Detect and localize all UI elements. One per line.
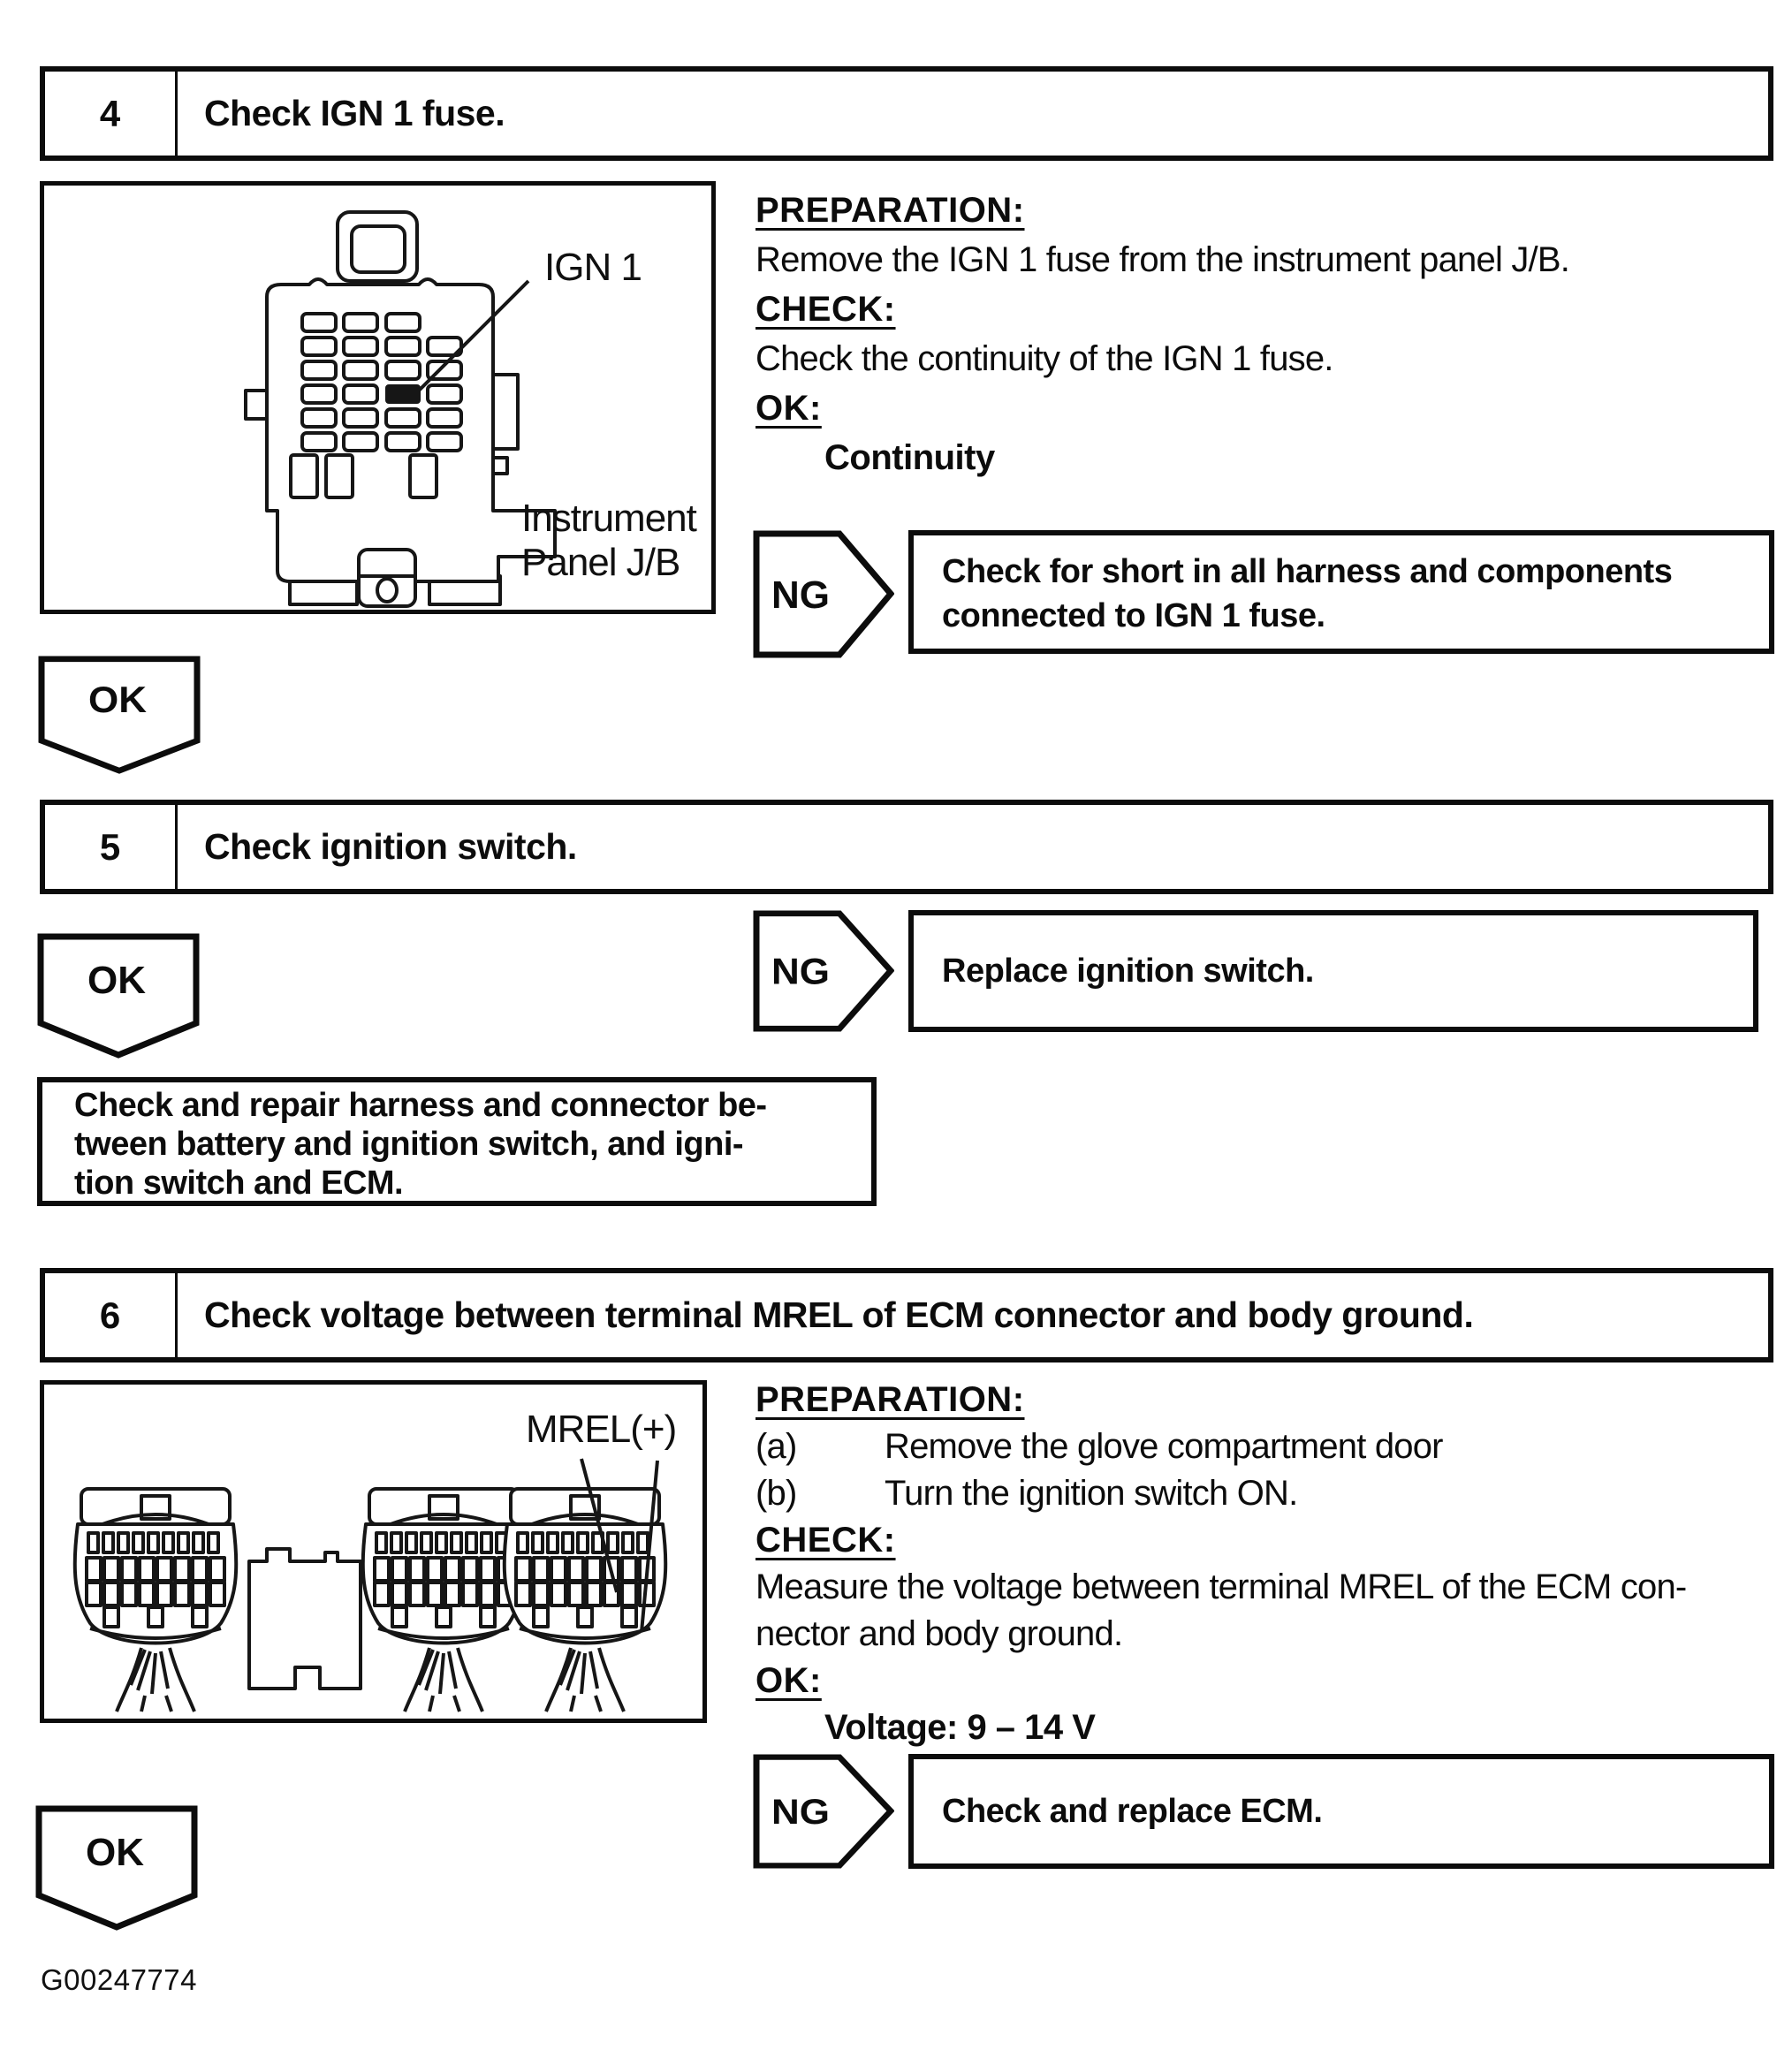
ng-action-line: connected to IGN 1 fuse. bbox=[942, 597, 1325, 634]
preparation-item-a: (a) Remove the glove compartment door bbox=[756, 1423, 1789, 1470]
top-tab bbox=[336, 210, 419, 283]
ng-label: NG bbox=[771, 1792, 830, 1831]
top-tab-inner bbox=[350, 224, 406, 274]
ng-label: NG bbox=[771, 573, 830, 617]
ok-label: OK bbox=[86, 1831, 144, 1874]
step6-instructions: PREPARATION: (a) Remove the glove compar… bbox=[756, 1377, 1789, 1751]
result-line: tion switch and ECM. bbox=[74, 1165, 404, 1202]
ng-label: NG bbox=[771, 952, 830, 993]
check-heading: CHECK: bbox=[756, 290, 896, 329]
ng-action-text: Check and replace ECM. bbox=[942, 1792, 1323, 1830]
mrel-pointer-line bbox=[640, 1460, 659, 1633]
instrument-panel-caption: Instrument Panel J/B bbox=[521, 497, 697, 584]
step5-ng-action-box: Replace ignition switch. bbox=[908, 910, 1758, 1032]
fuse-box-figure: IGN 1 Instrument Panel J/B bbox=[40, 181, 716, 614]
ok-value: Continuity bbox=[824, 438, 995, 477]
ok-value: Voltage: 9 – 14 V bbox=[824, 1708, 1096, 1747]
item-text: Turn the ignition switch ON. bbox=[885, 1474, 1298, 1513]
step5-ng-pentagon-icon: NG bbox=[753, 910, 894, 1032]
item-text: Remove the glove compartment door bbox=[885, 1427, 1444, 1466]
ecm-connector-left bbox=[72, 1487, 239, 1713]
junction-block-outline bbox=[265, 277, 557, 583]
ign1-callout-label: IGN 1 bbox=[544, 246, 642, 289]
step4-title: Check IGN 1 fuse. bbox=[204, 93, 505, 133]
ng-action-text: Replace ignition switch. bbox=[942, 952, 1314, 990]
relay-slot bbox=[289, 453, 319, 499]
ng-action-line: Check for short in all harness and compo… bbox=[942, 553, 1673, 590]
fuse-grid bbox=[300, 312, 463, 452]
ecm-connector-middle bbox=[361, 1487, 527, 1713]
item-marker: (b) bbox=[756, 1474, 797, 1513]
step4-ok-pentagon-icon: OK bbox=[38, 656, 201, 774]
ecm-connector-figure: MREL(+) bbox=[40, 1380, 707, 1723]
mrel-pointer-line bbox=[580, 1458, 619, 1593]
step6-title: Check voltage between terminal MREL of E… bbox=[204, 1294, 1474, 1335]
step5-title: Check ignition switch. bbox=[204, 826, 577, 867]
step4-instructions: PREPARATION: Remove the IGN 1 fuse from … bbox=[756, 186, 1785, 482]
preparation-heading: PREPARATION: bbox=[756, 1380, 1025, 1419]
relay-slot bbox=[324, 453, 354, 499]
result-line: Check and repair harness and connector b… bbox=[74, 1087, 767, 1124]
step6-ok-pentagon-icon: OK bbox=[35, 1805, 198, 1931]
ign1-fuse-highlight bbox=[385, 384, 421, 404]
check-line: nector and body ground. bbox=[756, 1614, 1123, 1653]
step4-ng-action-box: Check for short in all harness and compo… bbox=[908, 530, 1774, 654]
step6-ng-action-box: Check and replace ECM. bbox=[908, 1754, 1774, 1869]
latch-hole bbox=[376, 577, 399, 603]
right-connector-tab bbox=[490, 373, 520, 451]
step4-header-row: 4 Check IGN 1 fuse. bbox=[40, 66, 1773, 161]
step4-number: 4 bbox=[45, 72, 178, 156]
ok-label: OK bbox=[87, 959, 146, 1002]
step6-header-row: 6 Check voltage between terminal MREL of… bbox=[40, 1268, 1773, 1362]
step4-ng-pentagon-icon: NG bbox=[753, 530, 894, 658]
ecm-connectors-diagram bbox=[72, 1458, 668, 1713]
ign1-pointer-line bbox=[417, 279, 530, 392]
preparation-item-b: (b) Turn the ignition switch ON. bbox=[756, 1470, 1789, 1517]
preparation-text: Remove the IGN 1 fuse from the instrumen… bbox=[756, 240, 1570, 279]
figure-code: G00247774 bbox=[41, 1963, 197, 1996]
step5-header-row: 5 Check ignition switch. bbox=[40, 800, 1773, 894]
harness-repair-result-box: Check and repair harness and connector b… bbox=[37, 1077, 877, 1206]
ok-label: OK bbox=[88, 679, 147, 721]
mrel-callout-label: MREL(+) bbox=[526, 1408, 677, 1451]
ecm-center-bracket bbox=[247, 1547, 362, 1690]
step5-number: 5 bbox=[45, 805, 178, 889]
ok-heading: OK: bbox=[756, 1661, 822, 1700]
preparation-heading: PREPARATION: bbox=[756, 191, 1025, 230]
relay-slot bbox=[408, 453, 438, 499]
left-tab bbox=[244, 389, 270, 421]
check-heading: CHECK: bbox=[756, 1521, 896, 1560]
ecm-connector-right bbox=[502, 1487, 668, 1713]
step6-number: 6 bbox=[45, 1273, 178, 1357]
ok-heading: OK: bbox=[756, 389, 822, 428]
step5-ok-pentagon-icon: OK bbox=[37, 933, 200, 1059]
check-text: Check the continuity of the IGN 1 fuse. bbox=[756, 339, 1333, 378]
result-line: tween battery and ignition switch, and i… bbox=[74, 1126, 744, 1163]
check-line: Measure the voltage between terminal MRE… bbox=[756, 1567, 1687, 1606]
fuse-box-diagram bbox=[244, 210, 557, 608]
item-marker: (a) bbox=[756, 1427, 797, 1466]
step6-ng-pentagon-icon: NG bbox=[753, 1754, 894, 1869]
